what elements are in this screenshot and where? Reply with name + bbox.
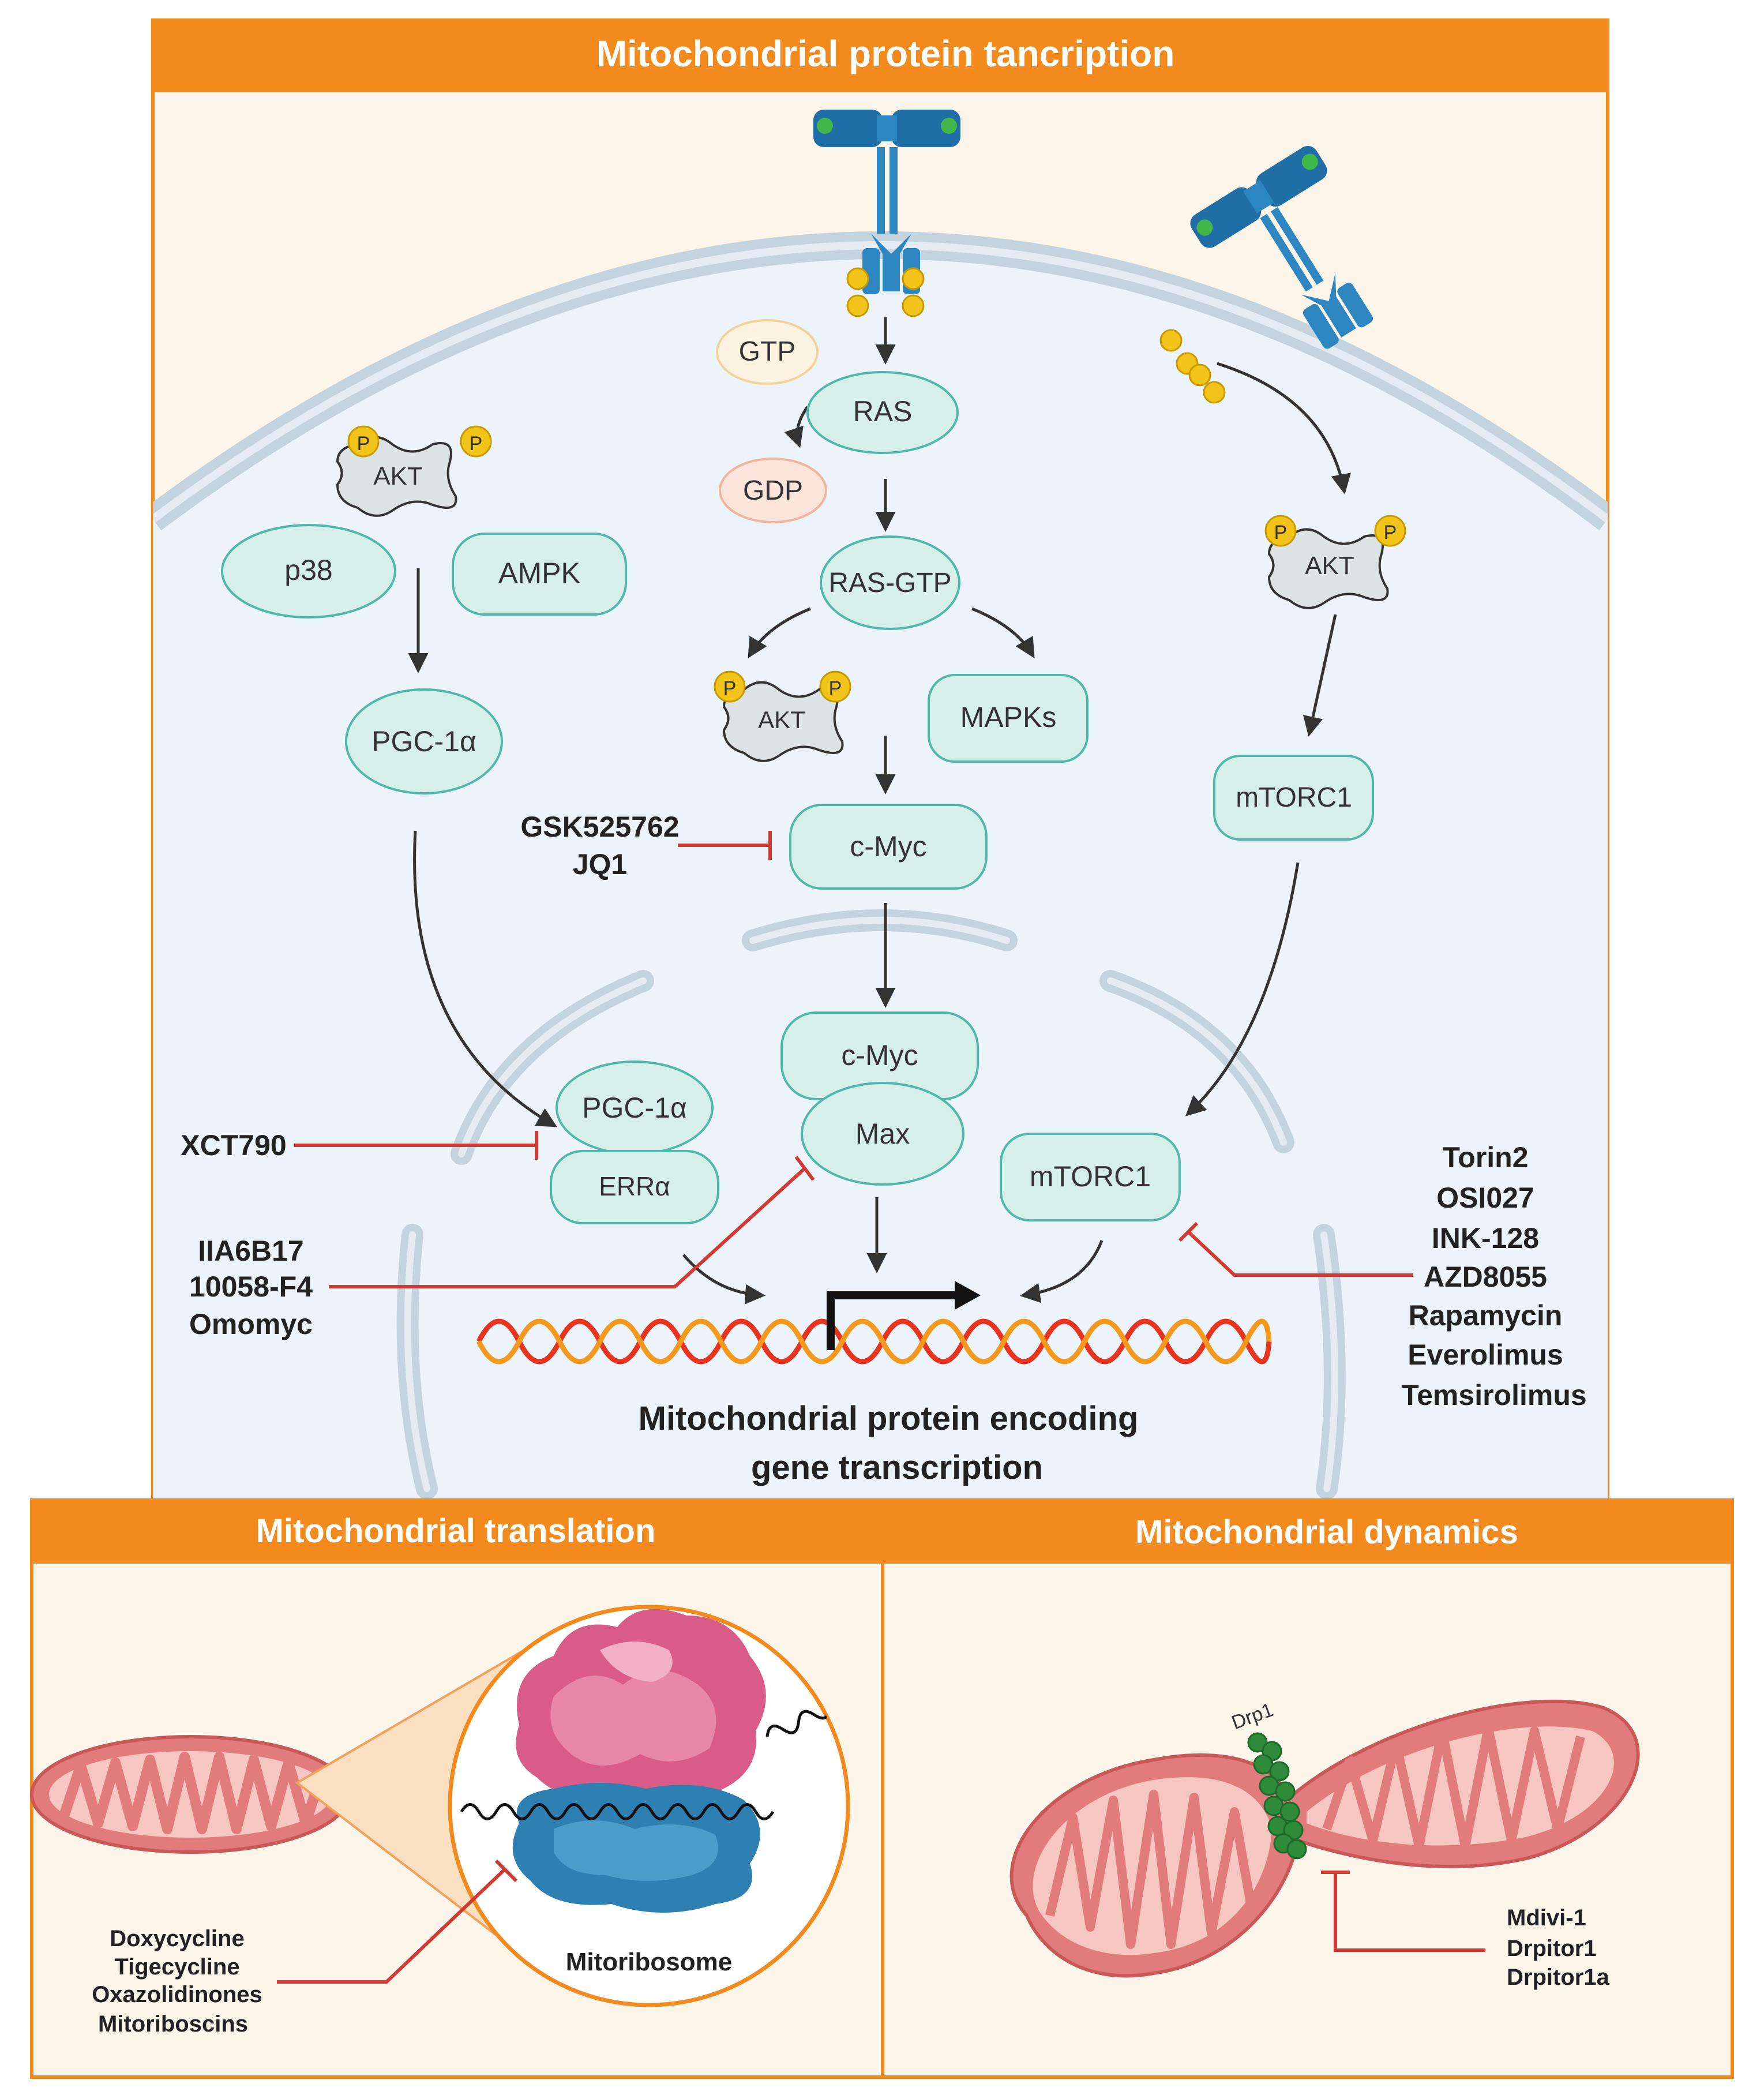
gene-transcription-caption-line2: gene transcription <box>751 1449 1043 1486</box>
dividing-mitochondrion-icon <box>1009 1699 1640 1978</box>
mtor-inhibitor-list: Torin2 OSI027 INK-128 AZD8055 Rapamycin … <box>1401 1141 1586 1411</box>
gene-transcription-caption-line1: Mitochondrial protein encoding <box>639 1400 1139 1437</box>
ampk-label: AMPK <box>498 557 580 589</box>
drug-label: Mdivi-1 <box>1507 1905 1586 1931</box>
drug-label: Rapamycin <box>1409 1299 1563 1332</box>
drp1-inhibitor-list: Mdivi-1 Drpitor1 Drpitor1a <box>1507 1905 1610 1990</box>
dynamics-inhibition-line <box>1321 1871 1485 1952</box>
cmyc-label-upper: c-Myc <box>850 830 926 863</box>
cmyc-node-nuclear: c-Myc <box>780 1011 979 1100</box>
mapks-node: MAPKs <box>928 674 1089 763</box>
dynamics-panel-title: Mitochondrial dynamics <box>1135 1513 1518 1551</box>
mtorc1-node-upper: mTORC1 <box>1213 755 1374 841</box>
pgc1a-node-upper: PGC-1α <box>345 688 503 794</box>
drug-label: 10058-F4 <box>189 1271 313 1303</box>
mtorc1-label-upper: mTORC1 <box>1236 782 1352 813</box>
p38-node: p38 <box>221 524 396 619</box>
ras-node: RAS <box>806 371 959 454</box>
erra-inhibitor-list: XCT790 <box>181 1129 286 1161</box>
drug-label: Everolimus <box>1408 1339 1563 1371</box>
mitoribosome-label: Mitoribosome <box>566 1948 732 1976</box>
transcription-panel-header <box>153 20 1608 92</box>
akt-label-left: AKT <box>373 462 423 490</box>
drug-label: Drpitor1a <box>1507 1965 1610 1990</box>
cmyc-node-upper: c-Myc <box>789 804 988 890</box>
phospho-label: P <box>357 433 370 455</box>
gtp-node: GTP <box>716 319 819 385</box>
pathway-arrows <box>408 317 1352 1305</box>
phospho-group-receptor1 <box>846 267 925 317</box>
akt-node-middle: AKT P P <box>714 670 851 762</box>
drug-label: OSI027 <box>1436 1182 1534 1214</box>
drug-label: Temsirolimus <box>1401 1379 1586 1411</box>
drug-label: Omomyc <box>189 1308 313 1340</box>
phospho-label: P <box>723 677 737 699</box>
ras-gtp-label: RAS-GTP <box>828 568 951 598</box>
phospho-label: P <box>470 433 483 455</box>
mrna-strand <box>460 1803 775 1820</box>
ampk-node: AMPK <box>452 533 627 616</box>
mtorc1-label-nuclear: mTORC1 <box>1030 1160 1151 1193</box>
transcription-panel-title: Mitochondrial protein tancription <box>596 33 1175 74</box>
akt-node-left: AKT P P <box>336 425 492 517</box>
cmyc-inhibitor-list: GSK525762 JQ1 <box>520 811 679 880</box>
gdp-node: GDP <box>719 458 827 523</box>
translation-panel-header <box>32 1500 883 1564</box>
translation-inhibitor-list: Doxycycline Tigecycline Oxazolidinones M… <box>92 1926 262 2037</box>
drug-label: IIA6B17 <box>198 1235 303 1267</box>
erra-node: ERRα <box>550 1150 719 1224</box>
inhibition-lines <box>294 831 1413 1288</box>
akt-node-right: AKT P P <box>1264 515 1406 609</box>
drp1-ring <box>1247 1732 1307 1860</box>
pgc1a-label-upper: PGC-1α <box>371 725 476 758</box>
drug-label: JQ1 <box>573 848 628 880</box>
drug-label: Drpitor1 <box>1507 1936 1597 1961</box>
cmyc-label-nuclear: c-Myc <box>841 1039 918 1071</box>
drug-label: XCT790 <box>181 1129 286 1161</box>
cell-membrane-inner <box>153 241 1608 523</box>
dynamics-panel-header <box>883 1500 1732 1564</box>
mitoribosome-large-subunit <box>516 1609 766 1808</box>
gdp-label: GDP <box>743 475 803 506</box>
drug-label: AZD8055 <box>1424 1261 1547 1293</box>
phospho-group-receptor2 <box>1159 329 1226 404</box>
max-label: Max <box>855 1118 910 1150</box>
akt-label-right: AKT <box>1305 552 1354 580</box>
dna-helix <box>476 1318 1272 1365</box>
p38-label: p38 <box>284 554 332 586</box>
mitoribosome-magnifier: Mitoribosome <box>448 1605 850 2007</box>
pgc1a-node-nuclear: PGC-1α <box>556 1060 714 1155</box>
drug-label: GSK525762 <box>520 811 679 843</box>
phospho-label: P <box>829 677 842 699</box>
ras-gtp-node: RAS-GTP <box>820 535 960 630</box>
receptor2-icon <box>1190 145 1373 349</box>
drug-label: Doxycycline <box>110 1926 244 1951</box>
phospho-label: P <box>1384 522 1397 544</box>
drug-label: Tigecycline <box>114 1954 239 1980</box>
drug-label: Mitoriboscins <box>98 2011 248 2037</box>
ras-label: RAS <box>853 395 913 428</box>
max-inhibitor-list: IIA6B17 10058-F4 Omomyc <box>189 1235 313 1340</box>
drug-label: Torin2 <box>1442 1141 1528 1174</box>
drug-label: Oxazolidinones <box>92 1982 262 2007</box>
mapks-label: MAPKs <box>960 701 1057 733</box>
phospho-label: P <box>1274 522 1288 544</box>
akt-label-middle: AKT <box>758 706 805 733</box>
gtp-label: GTP <box>739 336 796 367</box>
erra-label: ERRα <box>599 1171 670 1201</box>
pgc1a-label-nuclear: PGC-1α <box>582 1092 687 1124</box>
translation-inhibition-line <box>277 1859 518 1984</box>
mitochondrion-icon <box>30 1735 351 1854</box>
mitoribosome-small-subunit <box>512 1783 760 1913</box>
translation-panel-title: Mitochondrial translation <box>256 1512 656 1550</box>
max-node: Max <box>801 1082 964 1186</box>
transcription-start-arrow <box>827 1281 981 1350</box>
drug-label: INK-128 <box>1432 1222 1539 1254</box>
mtorc1-node-nuclear: mTORC1 <box>1000 1133 1181 1221</box>
